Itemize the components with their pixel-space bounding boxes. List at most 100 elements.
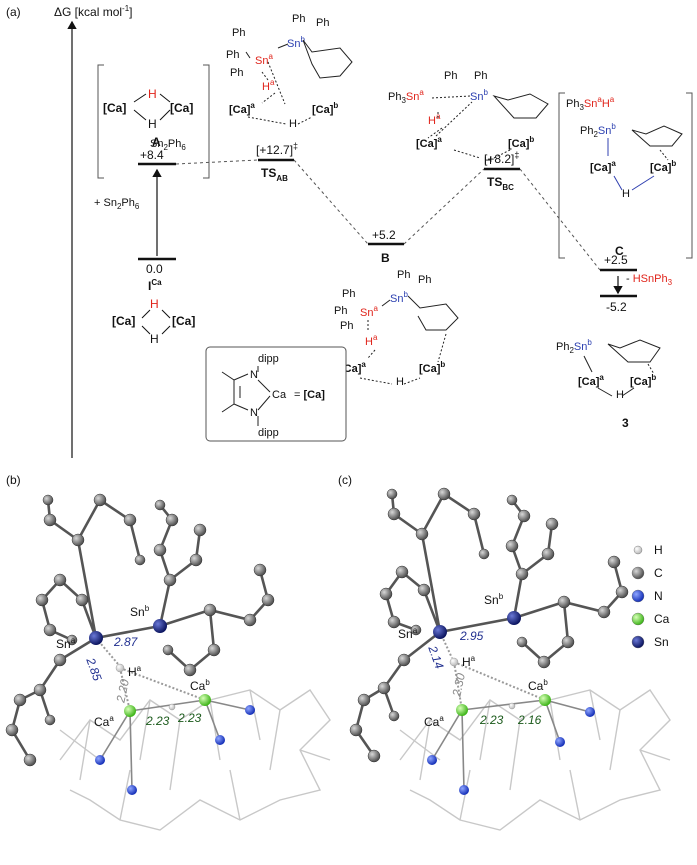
energy-levels <box>138 158 637 298</box>
h-bridge-atom-c <box>508 702 516 710</box>
svg-text:Ha: Ha <box>262 78 275 93</box>
state-label-A: A <box>152 135 161 149</box>
sn-a-atom-c <box>433 625 447 639</box>
sn-a-label-c: Sna <box>398 626 418 641</box>
panel-a-label: (a) <box>6 5 21 19</box>
svg-text:Snb: Snb <box>390 290 408 305</box>
energy-B: +5.2 <box>372 228 396 242</box>
dist-sna-snb-b: 2.87 <box>113 635 139 649</box>
svg-text:dipp: dipp <box>258 427 279 439</box>
state-label-TSBC: TSBC <box>487 175 514 192</box>
svg-text:[Ca]b: [Ca]b <box>630 373 656 388</box>
svg-text:[Ca]a: [Ca]a <box>590 159 616 174</box>
sn-b-label-b: Snb <box>130 604 150 619</box>
ligand-wireframe-b <box>59 689 331 831</box>
energy-A: +8.4 <box>140 148 164 162</box>
energy-ICa: 0.0 <box>146 262 163 276</box>
panel-b-label: (b) <box>6 473 21 487</box>
svg-text:[Ca]a: [Ca]a <box>229 101 255 116</box>
svg-text:Ph: Ph <box>292 13 305 25</box>
energy-C: +2.5 <box>604 253 628 267</box>
svg-text:Ph: Ph <box>342 288 355 300</box>
svg-text:Sn2Ph6: Sn2Ph6 <box>150 138 186 152</box>
svg-text:Snb: Snb <box>470 88 488 103</box>
sn-b-label-c: Snb <box>484 592 504 607</box>
svg-text:H: H <box>148 117 157 131</box>
svg-text:Sna: Sna <box>360 304 378 319</box>
svg-text:Ph: Ph <box>474 70 487 82</box>
carbon-atoms-c <box>349 487 629 763</box>
panel-c-label: (c) <box>338 473 352 487</box>
h-bridge-atom-b <box>168 703 176 711</box>
energy-axis: ΔG [kcal mol-1] <box>54 4 133 458</box>
svg-text:Ph: Ph <box>232 27 245 39</box>
structure-3: Ph2Snb [Ca]a [Ca]b H <box>556 338 661 401</box>
ca-b-label-b: Cab <box>190 678 210 693</box>
legend-swatch-sn <box>631 635 645 649</box>
dist-h-ca-b: 2.20 <box>113 678 132 705</box>
dist-sna-h-c: 2.14 <box>425 643 447 671</box>
svg-text:Ph3SnaHa: Ph3SnaHa <box>566 95 615 112</box>
ca-b-atom-c <box>539 694 551 706</box>
energy-3: -5.2 <box>606 300 627 314</box>
bonds-ca-b <box>99 699 251 791</box>
svg-text:H: H <box>150 332 159 346</box>
h-a-atom-c <box>449 657 459 667</box>
svg-text:[Ca]b: [Ca]b <box>508 135 534 150</box>
svg-text:[Ca]a: [Ca]a <box>340 360 366 375</box>
sn-a-label-b: Sna <box>56 636 76 651</box>
structure-A: [Ca] [Ca] H H Sn2Ph6 <box>97 64 210 179</box>
svg-text:[Ca]b: [Ca]b <box>312 101 338 116</box>
legend-label-n: N <box>654 589 663 603</box>
sn-b-atom-c <box>507 611 521 625</box>
svg-text:Ph3Sna: Ph3Sna <box>388 88 424 105</box>
ligand-wireframe-c <box>399 689 671 831</box>
dist-h-ca-c: 2.30 <box>449 672 468 699</box>
nitrogen-atoms-b <box>95 705 255 795</box>
svg-text:Ph: Ph <box>316 17 329 29</box>
legend-label-h: H <box>654 543 663 557</box>
state-label-ICa: ICa <box>148 278 162 293</box>
ca-a-atom-b <box>124 705 136 717</box>
structure-C: Ph3SnaHa Ph2Snb [Ca]a [Ca]b H <box>558 92 693 259</box>
svg-text:Ph: Ph <box>226 49 239 61</box>
svg-text:Ph: Ph <box>334 305 347 317</box>
dist-cab-h-c: 2.16 <box>517 713 542 727</box>
svg-text:Sna: Sna <box>255 52 273 67</box>
legend-label-sn: Sn <box>654 635 669 649</box>
remove-reagent-label: - HSnPh3 <box>626 273 673 287</box>
energy-TSBC: [+8.2]‡ <box>484 150 519 166</box>
ca-b-label-c: Cab <box>528 678 548 693</box>
structure-B: Ph Ph Ph Sna Snb Ph Ph Ha [Ca]a [Ca]b H <box>334 269 459 388</box>
svg-text:[Ca]: [Ca] <box>170 101 193 115</box>
svg-text:= [Ca]: = [Ca] <box>294 389 325 401</box>
svg-text:[Ca]a: [Ca]a <box>578 373 604 388</box>
legend-label-c: C <box>654 566 663 580</box>
legend-swatch-h <box>633 545 643 555</box>
ca-a-atom-c <box>456 704 468 716</box>
crystal-structure-b: Sna Snb Ha Caa Cab 2.87 2.85 2.20 2.23 2… <box>5 493 331 831</box>
svg-text:[Ca]b: [Ca]b <box>650 159 676 174</box>
h-a-atom-b <box>115 663 125 673</box>
dist-sna-h-b: 2.85 <box>83 655 105 683</box>
svg-text:H: H <box>396 376 404 388</box>
svg-text:Ha: Ha <box>428 112 441 127</box>
svg-text:Ph2Snb: Ph2Snb <box>580 122 616 139</box>
svg-text:Ph: Ph <box>340 320 353 332</box>
svg-text:Snb: Snb <box>287 35 305 50</box>
sn-a-atom-b <box>89 631 103 645</box>
svg-text:Ph2Snb: Ph2Snb <box>556 338 592 355</box>
svg-text:Ph: Ph <box>418 274 431 286</box>
svg-text:Ph: Ph <box>397 269 410 281</box>
carbon-atoms-b <box>5 493 275 767</box>
svg-text:[Ca]: [Ca] <box>103 101 126 115</box>
nitrogen-atoms-c <box>427 707 595 795</box>
state-label-3: 3 <box>622 416 629 430</box>
structure-TSBC: Ph3Sna Ph Ph Snb Ha [Ca]a [Ca]b H <box>388 70 549 167</box>
legend-label-ca: Ca <box>654 612 670 626</box>
connectors <box>175 159 601 271</box>
sn-b-atom-b <box>153 619 167 633</box>
svg-text:Ph: Ph <box>444 70 457 82</box>
